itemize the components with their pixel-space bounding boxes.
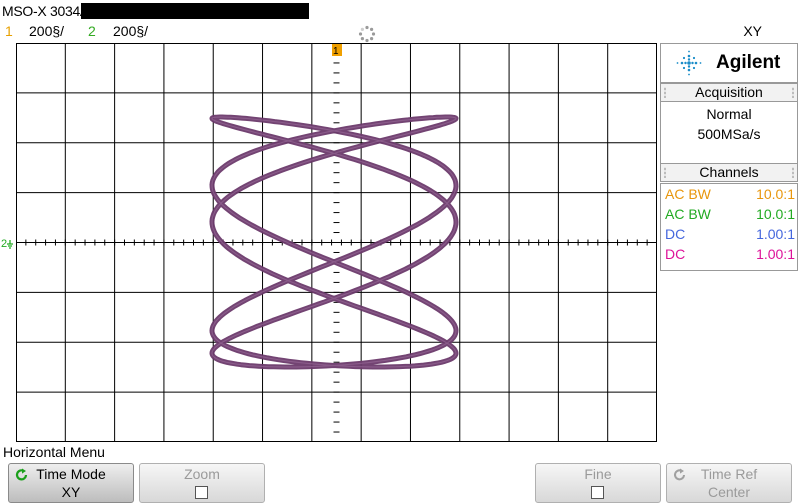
rotate-arrow-icon <box>674 468 685 481</box>
rotate-arrow-icon <box>15 468 28 481</box>
channel-probe-ratio: 1.00:1 <box>756 226 795 242</box>
zoom-label: Zoom <box>184 466 220 482</box>
ground-reference-icon: 2 <box>1 238 13 250</box>
svg-text:1: 1 <box>333 46 339 57</box>
time-mode-softkey[interactable]: Time Mode XY <box>8 463 134 503</box>
instrument-model: MSO-X 3034A, <box>2 3 93 19</box>
zoom-softkey[interactable]: Zoom <box>139 463 265 503</box>
channel-row: DC 1.00:1 <box>665 226 795 246</box>
info-panel: Agilent Acquisition Normal 500MSa/s Chan… <box>660 43 798 442</box>
fine-softkey[interactable]: Fine <box>535 463 661 503</box>
channel-probe-ratio: 10.0:1 <box>756 186 795 202</box>
channel-2-scale: 200§/ <box>113 23 149 39</box>
sample-rate: 500MSa/s <box>697 126 761 142</box>
channel-scale-bar: 1 200§/ 2 200§/ XY <box>0 22 800 42</box>
lissajous-trace-highlight <box>211 116 457 368</box>
display-mode-label: XY <box>743 23 762 39</box>
fine-checkbox[interactable] <box>591 486 604 499</box>
channel-coupling: DC <box>665 226 686 242</box>
zoom-checkbox[interactable] <box>195 486 208 499</box>
time-ref-label: Time Ref <box>700 466 758 482</box>
acquisition-info: Normal 500MSa/s <box>660 101 798 165</box>
channel-1-number[interactable]: 1 <box>5 23 13 39</box>
time-ref-softkey[interactable]: Time Ref Center <box>666 463 792 503</box>
channel-row: AC BW 10.0:1 <box>665 206 795 226</box>
channels-heading: Channels <box>660 163 798 182</box>
channel-probe-ratio: 1.00:1 <box>756 246 795 262</box>
channel-1-marker[interactable]: 1 <box>332 44 342 57</box>
time-mode-label: Time Mode <box>36 466 106 482</box>
redacted-serial <box>81 3 309 19</box>
brand-name: Agilent <box>716 52 781 73</box>
status-bar: MSO-X 3034A, <box>0 0 800 22</box>
channel-row: DC 1.00:1 <box>665 246 795 266</box>
channel-1-scale: 200§/ <box>29 23 65 39</box>
channel-coupling: AC BW <box>665 186 711 202</box>
agilent-spark-icon <box>676 50 702 76</box>
time-ref-value: Center <box>707 484 751 500</box>
channel-2-number[interactable]: 2 <box>88 23 96 39</box>
fine-label: Fine <box>584 466 612 482</box>
brand-logo: Agilent <box>660 43 798 83</box>
xy-display[interactable]: 1 2 <box>16 43 657 442</box>
channels-info: AC BW 10.0:1 AC BW 10.0:1 DC 1.00:1 DC 1… <box>660 183 798 271</box>
svg-text:2: 2 <box>1 238 7 250</box>
channel-row: AC BW 10.0:1 <box>665 186 795 206</box>
acquisition-heading: Acquisition <box>660 83 798 102</box>
channel-coupling: AC BW <box>665 206 711 222</box>
channel-probe-ratio: 10.0:1 <box>756 206 795 222</box>
busy-spinner-icon <box>358 25 376 43</box>
time-mode-value: XY <box>61 484 81 500</box>
acquisition-mode: Normal <box>706 106 752 122</box>
channel-coupling: DC <box>665 246 686 262</box>
menu-title: Horizontal Menu <box>3 444 105 460</box>
